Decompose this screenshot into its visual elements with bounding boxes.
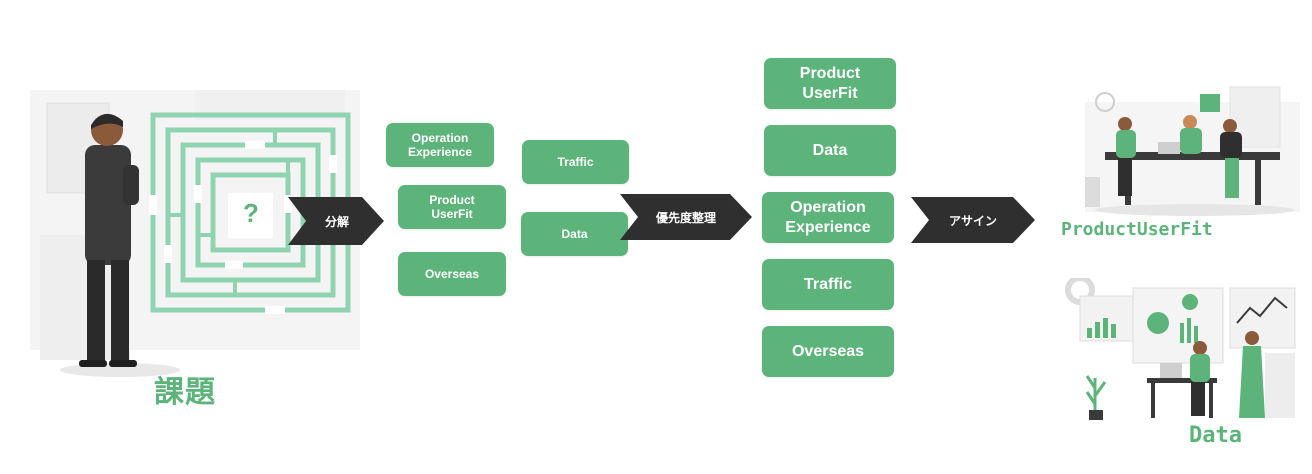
decompose-label: 分解 <box>324 214 349 229</box>
stage3-traffic: Traffic <box>762 259 894 310</box>
issue-label: 課題 <box>154 376 216 409</box>
assign-arrow <box>911 197 1035 243</box>
prioritize-arrow <box>620 194 752 240</box>
prioritize-label: 優先度整理 <box>655 210 716 225</box>
stage3-product-userfit: Product UserFit <box>764 58 896 109</box>
productuserfit-team-illustration <box>1080 82 1305 222</box>
team-data-label: Data <box>1189 423 1242 448</box>
assign-label: アサイン <box>948 213 997 228</box>
data-team-illustration <box>1065 275 1305 423</box>
stage3-data: Data <box>764 125 896 176</box>
stage1-operation-experience: Operation Experience <box>386 123 494 167</box>
team-productuserfit-label: ProductUserFit <box>1061 219 1213 240</box>
stage2-traffic: Traffic <box>522 140 629 184</box>
stage1-product-userfit: Product UserFit <box>398 185 506 229</box>
stage3-operation-experience: Operation Experience <box>762 192 894 243</box>
stage3-overseas: Overseas <box>762 326 894 377</box>
stage1-overseas: Overseas <box>398 252 506 296</box>
decompose-arrow <box>288 197 384 245</box>
stage2-data: Data <box>521 212 628 256</box>
maze-question-mark: ? <box>243 198 259 228</box>
